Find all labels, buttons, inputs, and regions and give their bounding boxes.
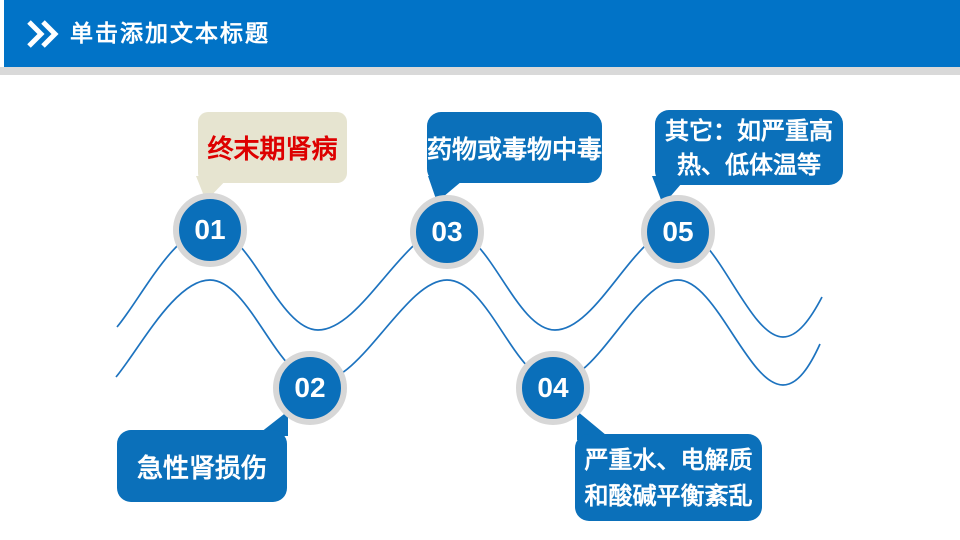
callout-tail-4 xyxy=(577,411,612,440)
step-circle-01[interactable]: 01 xyxy=(173,193,247,267)
step-number-03: 03 xyxy=(431,216,463,247)
wave-line-lower xyxy=(115,279,821,386)
callout-step-1[interactable]: 终末期肾病 xyxy=(198,112,347,183)
callout-step-5[interactable]: 其它：如严重高 热、低体温等 xyxy=(655,110,843,185)
callout-step-2-label: 急性肾损伤 xyxy=(136,453,267,484)
step-number-04: 04 xyxy=(537,372,569,403)
callout-step-1-label: 终末期肾病 xyxy=(207,135,338,165)
step-circle-05[interactable]: 05 xyxy=(641,195,715,269)
callout-step-4-label-line2: 和酸碱平衡紊乱 xyxy=(584,480,753,510)
slide-title-placeholder[interactable]: 单击添加文本标题 xyxy=(70,20,270,46)
callout-step-4-label-line1: 严重水、电解质 xyxy=(584,444,753,474)
step-circle-03[interactable]: 03 xyxy=(410,195,484,269)
step-number-02: 02 xyxy=(294,372,326,403)
callout-step-3-label: 药物或毒物中毒 xyxy=(427,134,603,164)
step-number-05: 05 xyxy=(662,216,694,247)
callout-step-3[interactable]: 药物或毒物中毒 xyxy=(427,112,602,183)
step-circle-02[interactable]: 02 xyxy=(273,351,347,425)
header-divider-strip xyxy=(0,67,960,75)
callout-tail-2 xyxy=(256,411,288,436)
callout-step-4[interactable]: 严重水、电解质 和酸碱平衡紊乱 xyxy=(575,434,762,521)
callout-step-2[interactable]: 急性肾损伤 xyxy=(117,430,287,502)
callout-step-5-label-line1: 其它：如严重高 xyxy=(665,115,833,145)
step-number-01: 01 xyxy=(194,214,226,245)
step-circle-04[interactable]: 04 xyxy=(516,351,590,425)
double-chevron-right-icon xyxy=(27,19,59,48)
callout-step-5-label-line2: 热、低体温等 xyxy=(677,149,821,179)
slide-header-bar: 单击添加文本标题 xyxy=(4,0,960,67)
